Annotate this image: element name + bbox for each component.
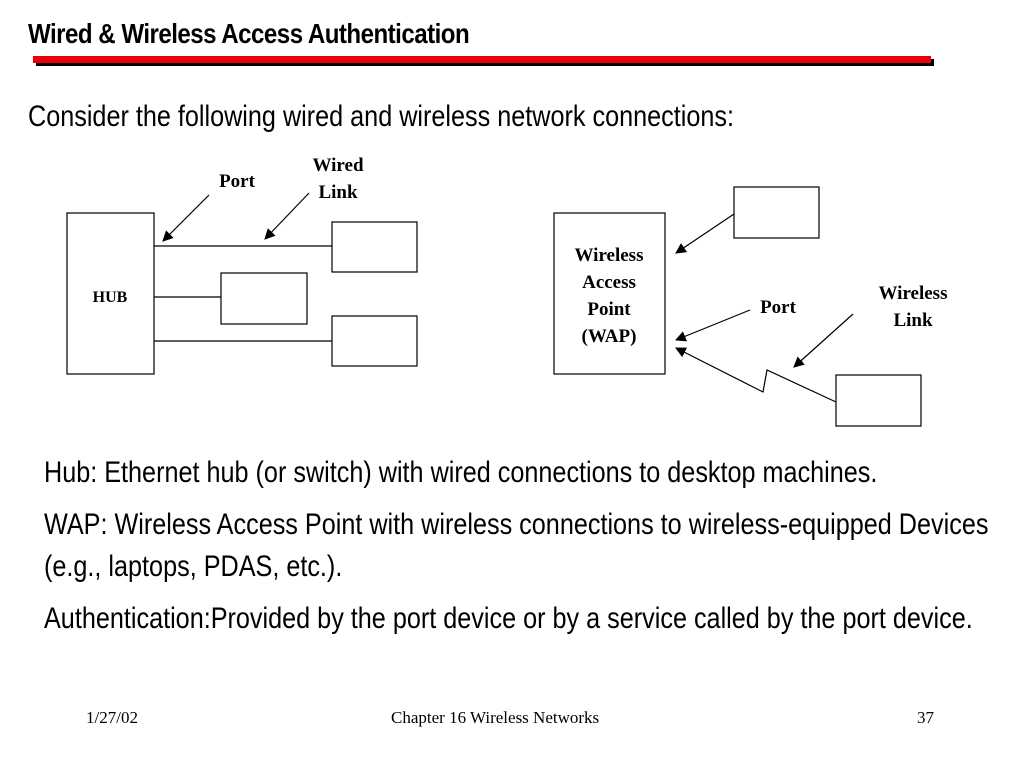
bullet-list: Hub: Ethernet hub (or switch) with wired…: [44, 452, 993, 650]
intro-text: Consider the following wired and wireles…: [28, 100, 734, 133]
wired-link-label-line2: Link: [318, 182, 358, 203]
wireless-link-label-line1: Wireless: [879, 283, 948, 304]
bullet-wap: WAP: Wireless Access Point with wireless…: [44, 508, 989, 583]
wireless-connection-arrow-top: [675, 213, 735, 254]
footer-date: 1/27/02: [86, 708, 138, 727]
hub-box: [66, 212, 155, 375]
wireless-link-label-line2: Link: [893, 310, 933, 331]
wired-link-label-line1: Wired: [312, 155, 363, 176]
slide-title: Wired & Wireless Access Authentication: [28, 18, 470, 49]
wap-label-line1: Wireless: [575, 245, 644, 266]
title-underline-bar: [33, 56, 931, 63]
wired-port-label: Port: [219, 171, 256, 192]
footer-page-number: 37: [917, 708, 934, 727]
wireless-link-arrow: [793, 313, 854, 368]
wap-box: [553, 212, 666, 375]
desktop-box-bottom: [331, 315, 418, 367]
wap-label-line3: Point: [587, 299, 631, 320]
wireless-port-arrow: [674, 309, 751, 342]
bullet-authentication: Authentication:Provided by the port devi…: [44, 602, 973, 635]
desktop-box-middle: [220, 272, 308, 325]
wireless-device-box-bottom: [835, 374, 922, 427]
wireless-device-box-top: [733, 186, 820, 239]
bullet-hub: Hub: Ethernet hub (or switch) with wired…: [44, 456, 878, 489]
wap-label-line2: Access: [582, 272, 636, 293]
wired-link-arrow: [264, 192, 310, 240]
wired-port-arrow: [162, 194, 210, 242]
wireless-lightning-link: [675, 347, 837, 403]
hub-label: HUB: [93, 289, 128, 306]
desktop-box-top: [331, 221, 418, 273]
wireless-port-label: Port: [760, 297, 797, 318]
footer-chapter: Chapter 16 Wireless Networks: [391, 708, 600, 727]
wap-label-line4: (WAP): [582, 326, 637, 347]
